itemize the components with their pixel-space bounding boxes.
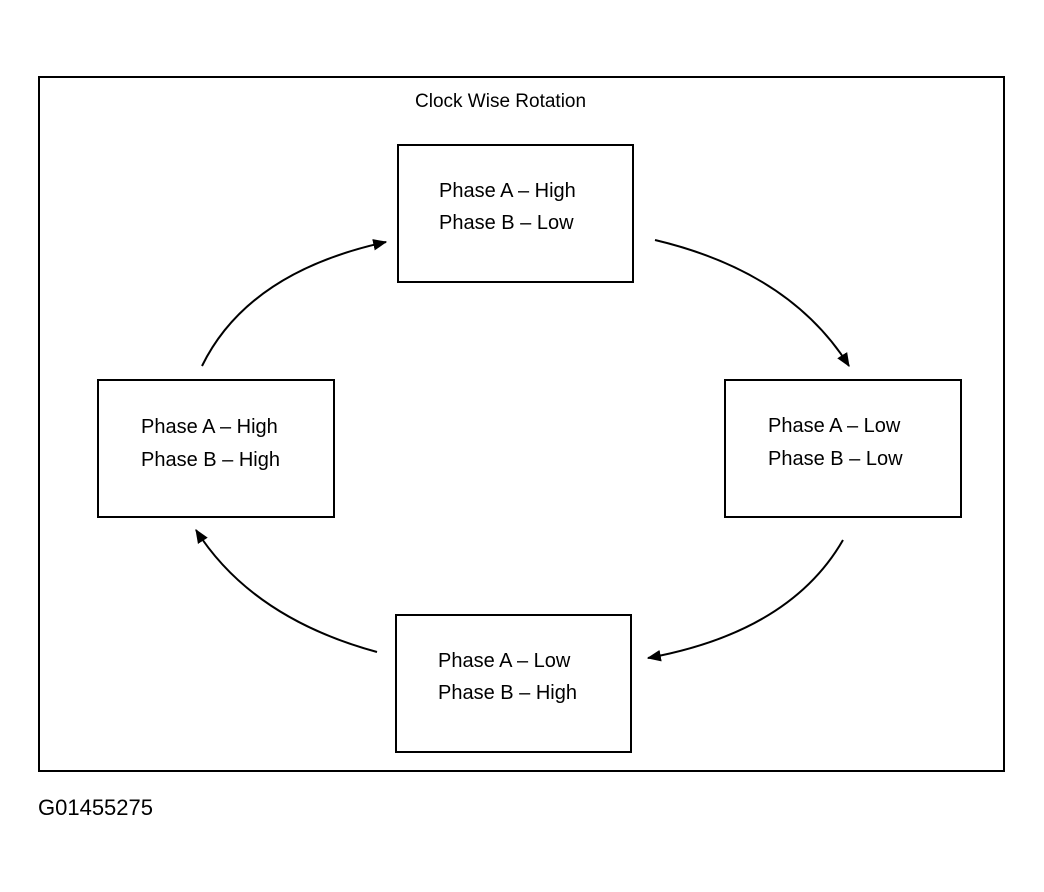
state-box-right	[724, 379, 962, 518]
state-bottom-phase-a: Phase A – Low	[438, 650, 571, 672]
state-top-phase-a: Phase A – High	[439, 180, 576, 202]
state-box-left	[97, 379, 335, 518]
arrow-bottom-to-left	[195, 529, 378, 653]
state-box-top	[397, 144, 634, 283]
diagram-frame	[38, 76, 1005, 772]
figure-id: G01455275	[38, 795, 153, 820]
state-left-phase-b: Phase B – High	[141, 449, 280, 471]
state-left-phase-a: Phase A – High	[141, 416, 278, 438]
state-right-phase-b: Phase B – Low	[768, 448, 903, 470]
arrow-right-to-bottom	[646, 539, 844, 662]
arrow-top-to-right	[654, 239, 850, 367]
arrow-left-to-top	[201, 239, 388, 367]
state-bottom-phase-b: Phase B – High	[438, 682, 577, 704]
state-box-bottom	[395, 614, 632, 753]
state-top-phase-b: Phase B – Low	[439, 212, 574, 234]
state-right-phase-a: Phase A – Low	[768, 415, 901, 437]
diagram-title: Clock Wise Rotation	[415, 91, 587, 112]
